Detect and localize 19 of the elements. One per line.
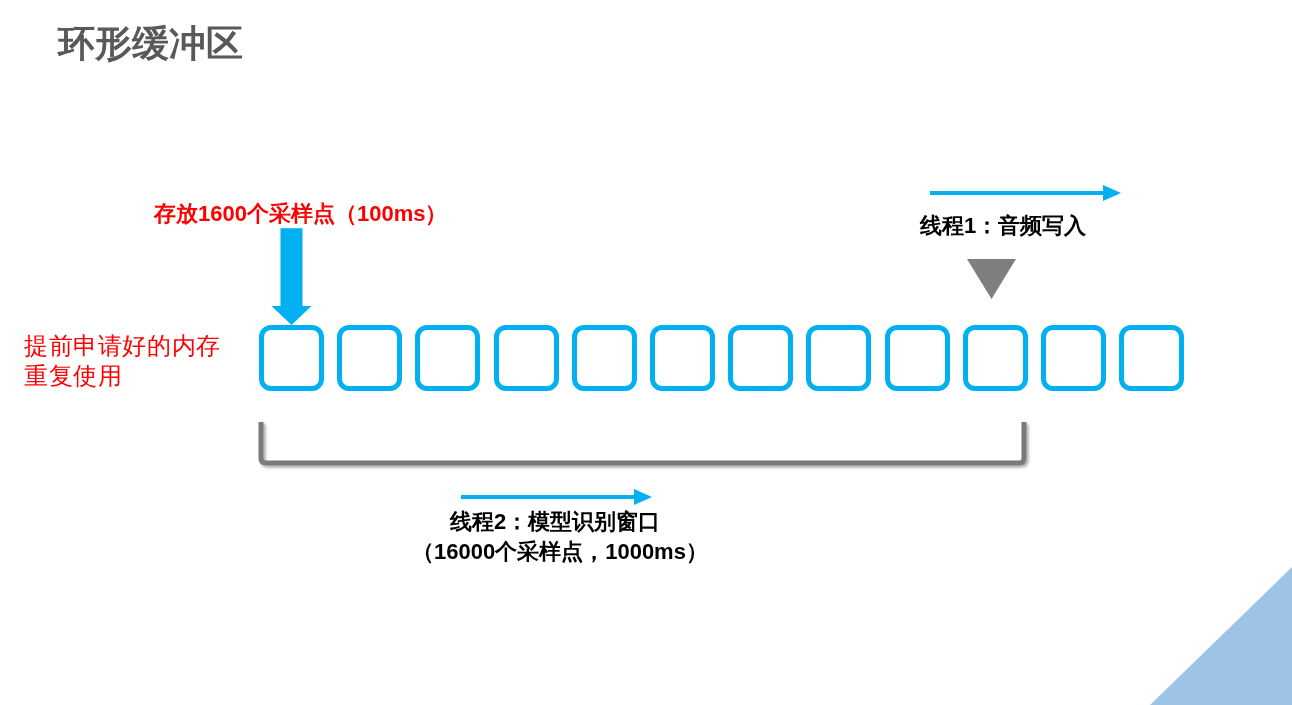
memory-slot: [337, 325, 403, 391]
memory-slot: [884, 325, 950, 391]
arrow: [271, 228, 312, 325]
memory-slot: [571, 325, 637, 391]
memory-slot: [728, 325, 794, 391]
annotation-text: 提前申请好的内存重复使用: [24, 331, 222, 391]
memory-slot: [259, 325, 324, 391]
annotation-text: 存放1600个采样点（100ms）: [154, 201, 448, 227]
annotation-text: 线程2：模型识别窗口: [450, 509, 661, 536]
memory-slot: [1041, 325, 1106, 391]
memory-slot: [415, 325, 481, 391]
memory-slot: [1119, 325, 1185, 391]
annotation-text: 线程1：音频写入: [920, 213, 1087, 240]
memory-slot: [962, 325, 1028, 391]
memory-slot: [493, 325, 559, 391]
memory-slot: [650, 325, 715, 391]
annotation-text: （16000个采样点，1000ms）: [412, 539, 708, 566]
title: 环形缓冲区: [58, 22, 243, 66]
memory-slot: [806, 325, 872, 391]
